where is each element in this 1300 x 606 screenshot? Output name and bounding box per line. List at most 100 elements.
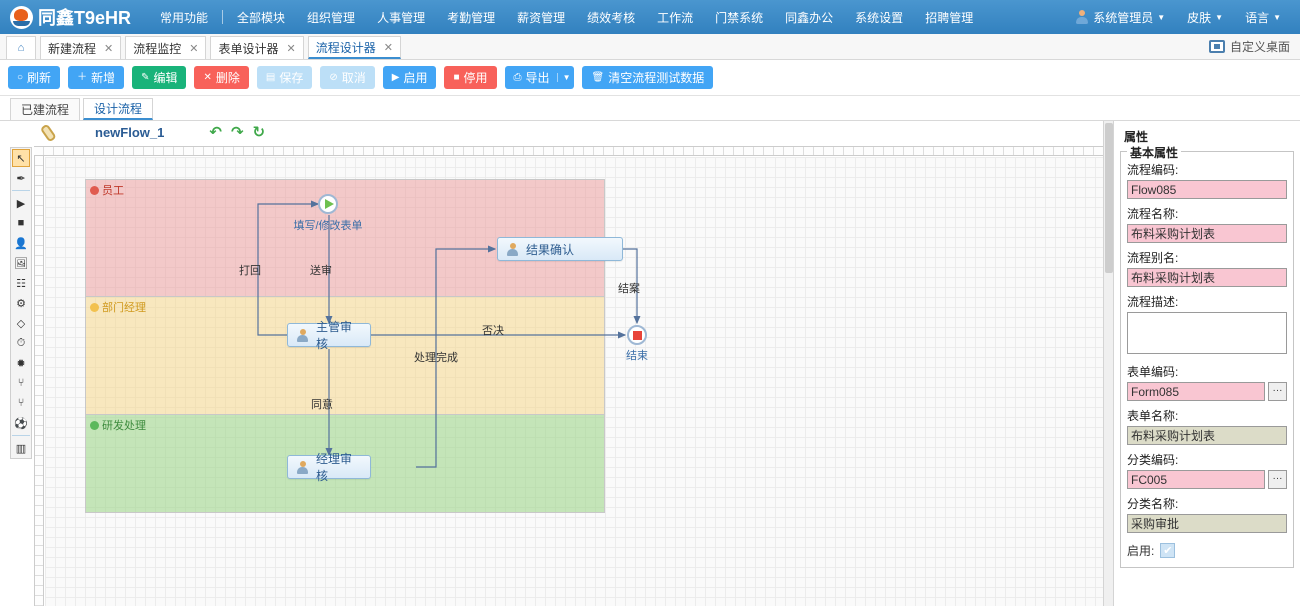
node-fill-form[interactable] (318, 194, 338, 214)
form-name-field[interactable] (1127, 426, 1287, 445)
nav-item-6[interactable]: 绩效考核 (587, 10, 636, 25)
top-navigation-bar: 同鑫T9eHR 常用功能全部模块组织管理人事管理考勤管理薪资管理绩效考核工作流门… (0, 0, 1300, 34)
nav-item-1[interactable]: 全部模块 (237, 10, 286, 25)
nav-item-8[interactable]: 门禁系统 (715, 10, 764, 25)
refresh-button-label: 刷新 (27, 71, 52, 85)
enable-button[interactable]: ▶启用 (382, 66, 437, 89)
desktop-icon (1208, 40, 1225, 53)
nav-right-group: 系统管理员 ▼ 皮肤 ▼ 语言 ▼ (1064, 0, 1292, 34)
node-manager-review-label: 经理审核 (316, 452, 353, 483)
tab-3[interactable]: 流程设计器✕ (307, 36, 401, 59)
undo-icon[interactable]: ↶ (209, 123, 222, 141)
attachment-icon[interactable] (35, 122, 56, 143)
nav-item-9[interactable]: 同鑫办公 (785, 10, 834, 25)
delete-button[interactable]: ✕删除 (194, 66, 249, 89)
flow-code-field[interactable] (1127, 180, 1287, 199)
nav-item-7[interactable]: 工作流 (657, 10, 694, 25)
flow-desc-textarea[interactable] (1127, 312, 1287, 354)
flow-desc-label: 流程描述: (1127, 295, 1179, 309)
node-manager-review[interactable]: 经理审核 (287, 452, 371, 483)
skin-menu[interactable]: 皮肤 ▼ (1176, 5, 1234, 30)
nav-item-11[interactable]: 招聘管理 (925, 10, 974, 25)
join-tool[interactable]: ⑂ (17, 397, 25, 409)
swimlane-dot-icon (90, 185, 99, 195)
decision-tool[interactable]: ◇ (16, 317, 26, 330)
flow-name-field[interactable] (1127, 224, 1287, 243)
select-tool[interactable]: ↖ (12, 149, 30, 167)
fork-tool[interactable]: ⑂ (17, 377, 25, 389)
scrollbar-thumb[interactable] (1105, 123, 1113, 273)
refresh-button[interactable]: ○刷新 (8, 66, 61, 89)
history-icon-group: ↶ ↷ ↻ (209, 125, 265, 140)
service-task-tool[interactable]: ⚙ (16, 297, 26, 310)
home-tab[interactable]: ⌂ (6, 36, 36, 59)
enable-checkbox[interactable]: ✔ (1160, 543, 1176, 558)
nav-item-4[interactable]: 考勤管理 (447, 10, 496, 25)
pen-tool[interactable]: ✒ (16, 172, 26, 185)
vertical-ruler (34, 156, 44, 606)
category-code-field-row: ··· (1127, 470, 1287, 489)
flow-canvas[interactable]: 员工 部门经理 研发处理 (45, 157, 1113, 606)
form-code-field-browse-button[interactable]: ··· (1268, 382, 1287, 401)
nav-item-2[interactable]: 组织管理 (307, 10, 356, 25)
node-end[interactable] (627, 325, 647, 345)
close-icon[interactable]: ✕ (189, 42, 199, 55)
tab-2[interactable]: 表单设计器✕ (210, 36, 304, 59)
timer-tool[interactable]: ⏱ (16, 336, 26, 349)
event-tool[interactable]: ⚽ (14, 417, 28, 430)
node-supervisor-review-label: 主管审核 (316, 320, 353, 351)
gateway-tool[interactable]: ✹ (16, 357, 26, 370)
end-node-tool[interactable]: ■ (17, 217, 25, 229)
node-fill-form-label: 填写/修改表单 (293, 220, 363, 232)
panel-scrollbar[interactable] (1103, 121, 1114, 606)
user-avatar-icon (1075, 10, 1089, 24)
add-button[interactable]: ＋新增 (68, 66, 125, 89)
cancel-button-label: 取消 (341, 71, 366, 85)
user-menu[interactable]: 系统管理员 ▼ (1064, 5, 1176, 30)
flow-title: newFlow_1 (95, 124, 165, 140)
edge-submit-label: 送审 (310, 265, 332, 277)
reload-icon[interactable]: ↻ (252, 123, 266, 141)
start-node-tool[interactable]: ▶ (16, 197, 26, 210)
swimlane-dept-manager[interactable]: 部门经理 (85, 297, 605, 415)
subprocess-tool[interactable]: ☷ (16, 277, 26, 290)
close-icon[interactable]: ✕ (383, 41, 393, 54)
flow-name-field-label: 流程名称: (1127, 207, 1179, 221)
language-menu[interactable]: 语言 ▼ (1234, 5, 1292, 30)
flow-name-field-row (1127, 224, 1287, 243)
clear-test-data-button[interactable]: 🗑清空流程测试数据 (582, 66, 714, 89)
subtab-1[interactable]: 设计流程 (83, 98, 154, 120)
redo-icon[interactable]: ↷ (230, 123, 244, 141)
form-name-field-label: 表单名称: (1127, 409, 1179, 423)
custom-desktop-button[interactable]: 自定义桌面 (1208, 38, 1290, 55)
form-code-field[interactable] (1127, 382, 1265, 401)
swimlane-dot-icon (90, 420, 99, 430)
edge-agree-label: 同意 (311, 399, 333, 411)
properties-title: 属性 (1124, 130, 1149, 144)
node-supervisor-review[interactable]: 主管审核 (287, 320, 371, 351)
export-button[interactable]: ⎙导出▼ (504, 66, 575, 89)
category-code-field-browse-button[interactable]: ··· (1268, 470, 1287, 489)
subtab-0[interactable]: 已建流程 (10, 98, 81, 120)
nav-item-10[interactable]: 系统设置 (855, 10, 904, 25)
tab-list: 新建流程✕流程监控✕表单设计器✕流程设计器✕ (40, 36, 405, 59)
category-code-field[interactable] (1127, 470, 1265, 489)
nav-item-3[interactable]: 人事管理 (377, 10, 426, 25)
node-result-confirm[interactable]: 结果确认 (497, 237, 623, 261)
close-icon[interactable]: ✕ (286, 42, 296, 55)
nav-item-5[interactable]: 薪资管理 (517, 10, 566, 25)
image-node-tool[interactable]: 🖼 (14, 257, 28, 270)
disable-button[interactable]: ■停用 (444, 66, 497, 89)
nav-item-0[interactable]: 常用功能 (160, 10, 209, 25)
swimlane-employee-header: 员工 (86, 180, 604, 200)
user-task-tool[interactable]: 👤 (14, 237, 28, 250)
tab-0[interactable]: 新建流程✕ (40, 36, 122, 59)
flow-alias-field[interactable] (1127, 268, 1287, 287)
flow-designer-area: newFlow_1 ↶ ↷ ↻ ↖ ✒ ▶ ■ 👤 🖼 ☷ ⚙ ◇ ⏱ ✹ ⑂ ⑂ ⚽ ▥ 员工 (0, 121, 1113, 606)
form-tool[interactable]: ▥ (15, 442, 27, 455)
close-icon[interactable]: ✕ (104, 42, 114, 55)
category-name-field[interactable] (1127, 514, 1287, 533)
edit-button[interactable]: ✎编辑 (132, 66, 187, 89)
chevron-down-icon[interactable]: ▼ (556, 73, 570, 82)
tab-1[interactable]: 流程监控✕ (125, 36, 207, 59)
